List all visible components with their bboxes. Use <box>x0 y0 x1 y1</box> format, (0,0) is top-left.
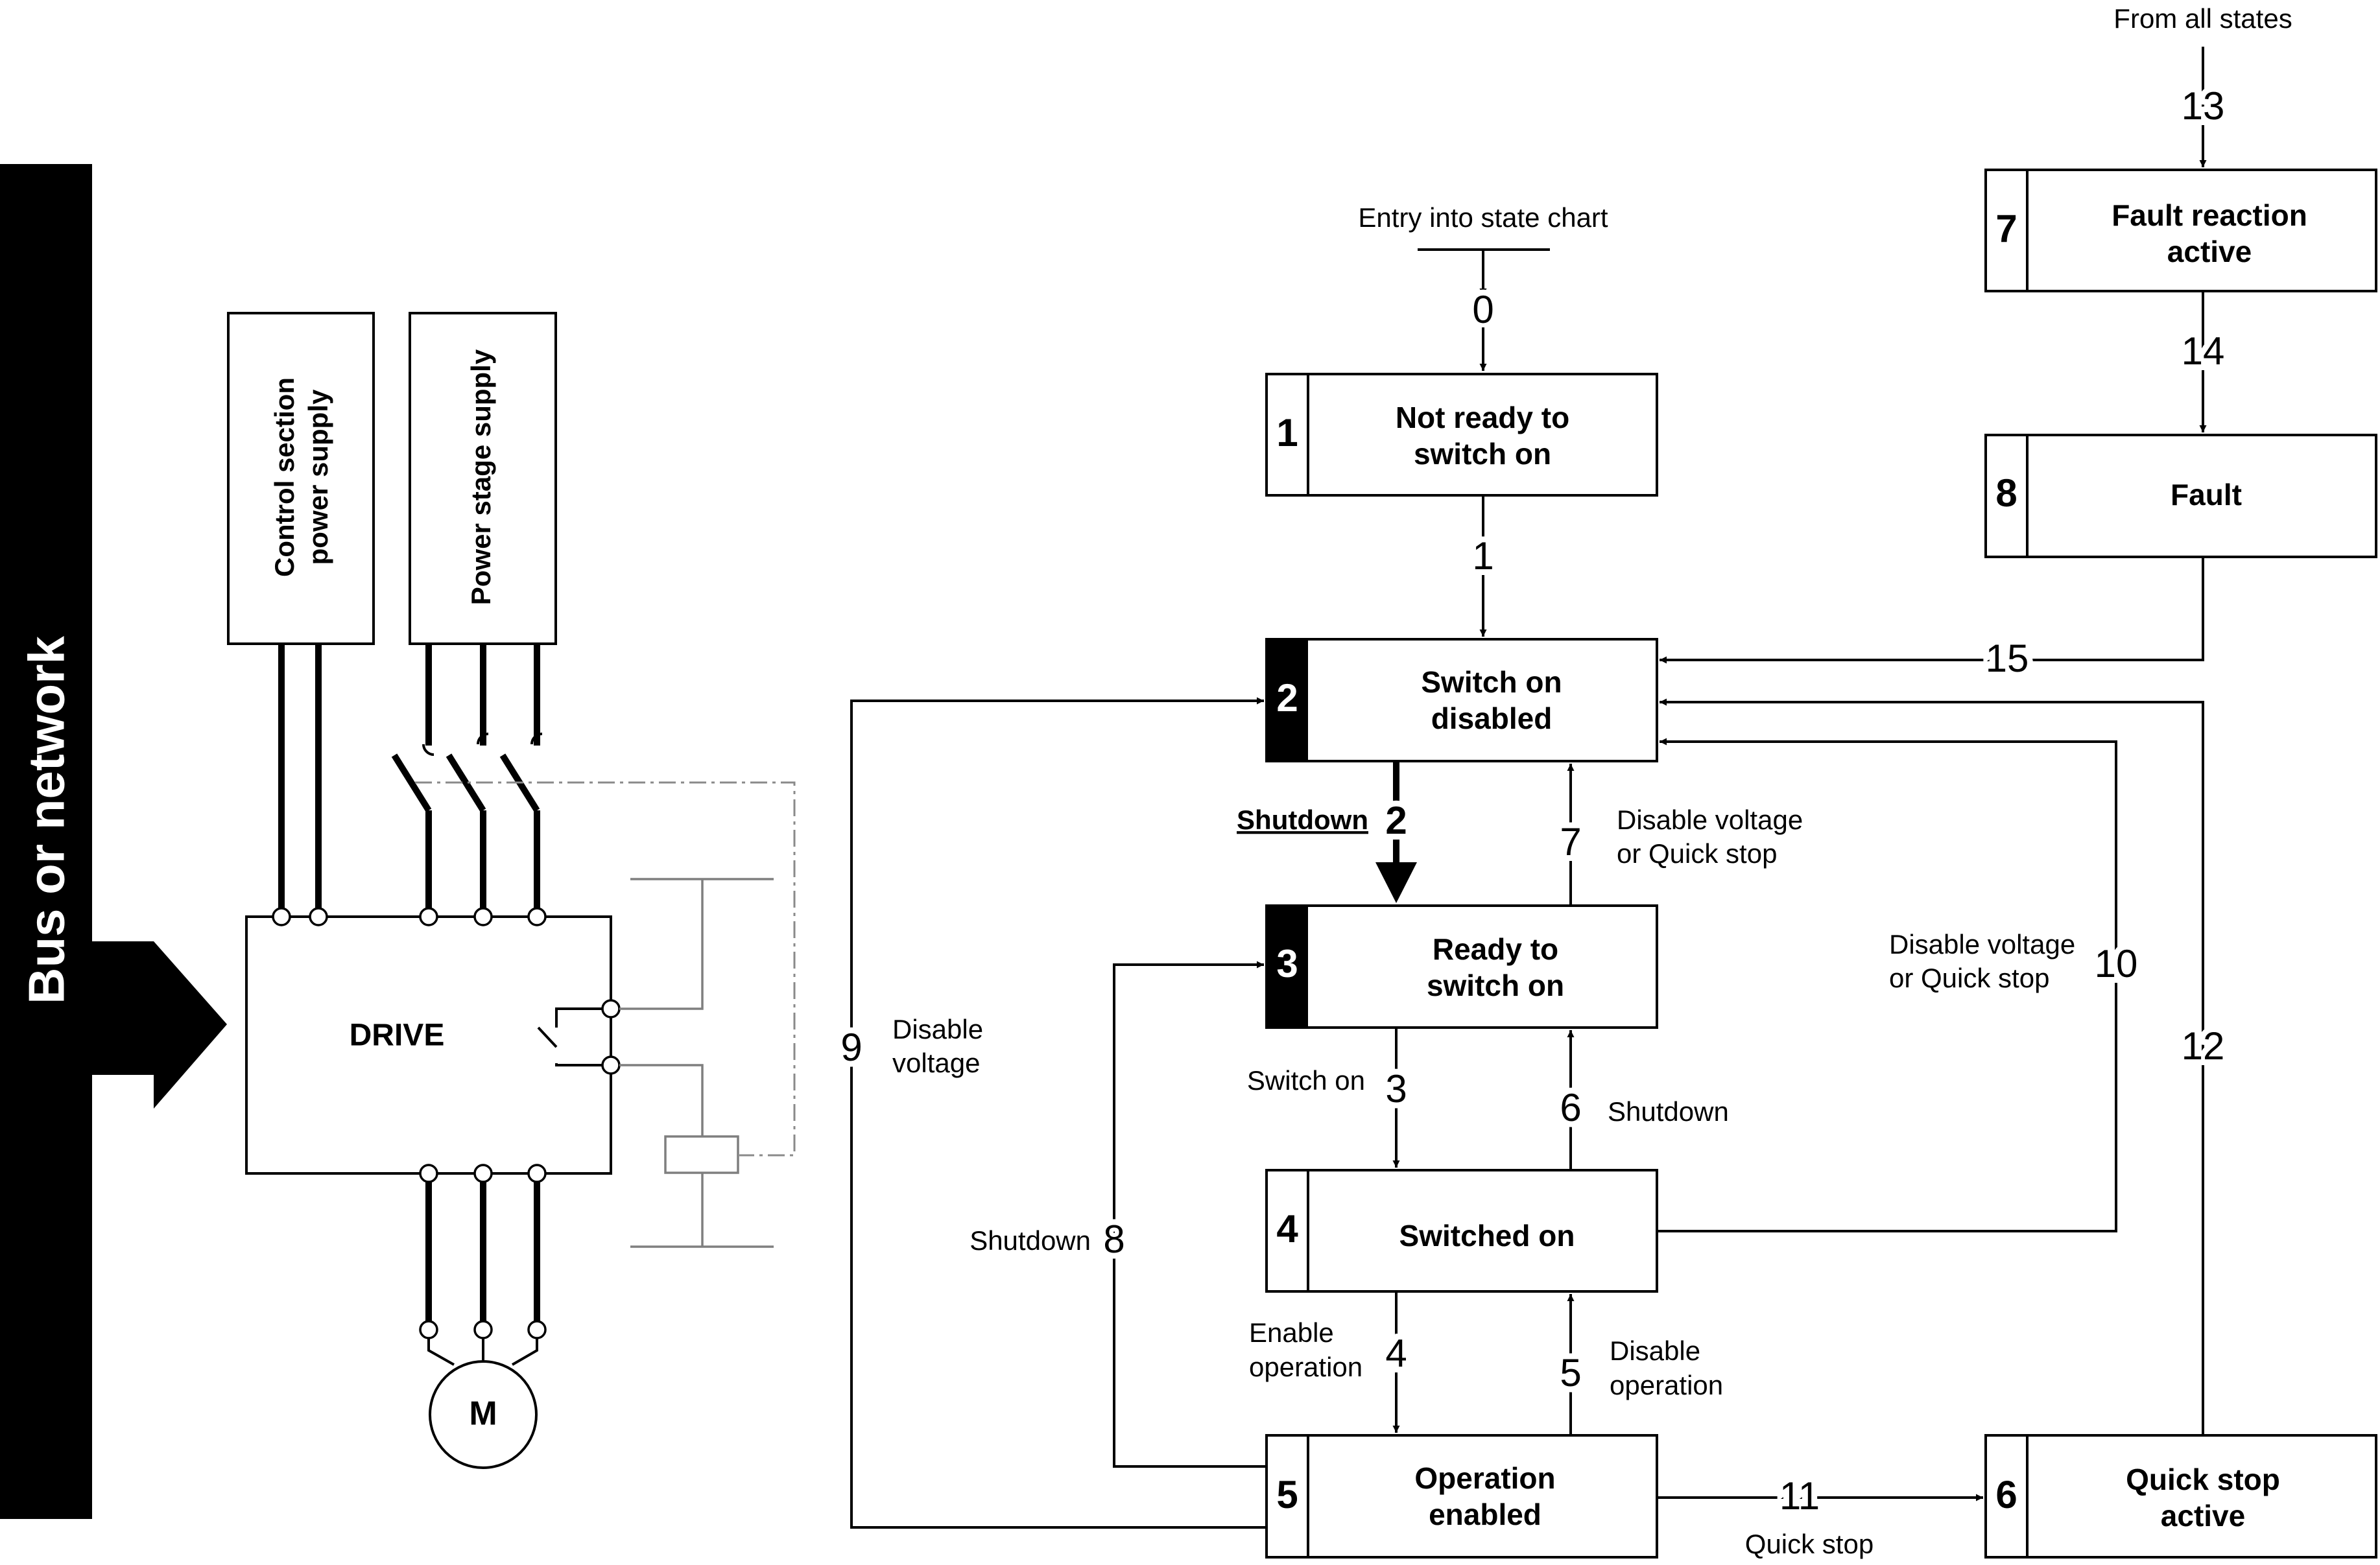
state-7-line1: Fault reaction <box>2112 198 2307 232</box>
transition-4: 4 <box>1385 1332 1407 1375</box>
relay-circuit <box>619 878 774 1248</box>
transition-0: 0 <box>1472 288 1493 331</box>
power-supply-label: Power stage supply <box>466 349 496 605</box>
state-3-line2: switch on <box>1427 969 1564 1002</box>
state-2-line2: disabled <box>1431 701 1553 735</box>
label-disable-voltage-9-line2: voltage <box>892 1048 980 1078</box>
state-1: 1 Not ready to switch on <box>1265 373 1658 497</box>
label-disable-operation-5-line1: Disable <box>1610 1336 1700 1366</box>
state-2-number: 2 <box>1276 676 1298 720</box>
state-3-number: 3 <box>1276 942 1298 985</box>
label-disable-operation-5-line2: operation <box>1610 1370 1723 1400</box>
label-shutdown-8: Shutdown <box>970 1225 1091 1256</box>
state-4-number: 4 <box>1276 1207 1298 1251</box>
state-5: 5 Operation enabled <box>1265 1434 1658 1559</box>
drive-label: DRIVE <box>350 1018 445 1053</box>
transition-14: 14 <box>2182 329 2225 373</box>
power-supply-box: Power stage supply <box>409 312 557 645</box>
state-7-line2: active <box>2167 235 2252 268</box>
state-4: 4 Switched on <box>1265 1169 1658 1293</box>
bus-bar: Bus or network <box>0 164 227 1519</box>
transition-8: 8 <box>1103 1218 1125 1261</box>
label-disable-voltage-10-line1: Disable voltage <box>1889 929 2075 959</box>
control-supply-line2: power supply <box>303 389 333 565</box>
label-disable-voltage-7-line2: or Quick stop <box>1617 838 1777 869</box>
motor-wiring: M <box>419 1182 547 1469</box>
state-2: 2 Switch on disabled <box>1265 638 1658 762</box>
label-enable-operation-4-line2: operation <box>1249 1352 1363 1382</box>
state-8: 8 Fault <box>1984 434 2377 558</box>
state-7-number: 7 <box>1995 207 2017 250</box>
transition-13: 13 <box>2182 84 2225 128</box>
entry-label: Entry into state chart <box>1358 202 1608 233</box>
label-disable-voltage-9-line1: Disable <box>892 1014 983 1044</box>
state-8-number: 8 <box>1995 471 2017 515</box>
state-3-line1: Ready to <box>1433 932 1558 966</box>
transition-1: 1 <box>1472 534 1493 578</box>
relay-coil-icon <box>664 1135 739 1174</box>
transition-15: 15 <box>1986 637 2029 680</box>
transition-2: 2 <box>1385 799 1407 842</box>
control-supply-box: Control section power supply <box>227 312 375 645</box>
label-shutdown-6: Shutdown <box>1608 1096 1729 1127</box>
label-shutdown-2: Shutdown <box>1237 805 1368 835</box>
transition-5: 5 <box>1560 1351 1581 1394</box>
motor-label: M <box>469 1395 497 1433</box>
transition-10: 10 <box>2095 942 2138 985</box>
transition-11: 11 <box>1779 1474 1820 1518</box>
contactor-switches <box>391 644 796 1157</box>
state-3: 3 Ready to switch on <box>1265 904 1658 1029</box>
label-disable-voltage-10-line2: or Quick stop <box>1889 963 2049 993</box>
label-quick-stop-11: Quick stop <box>1745 1529 1874 1559</box>
from-all-label: From all states <box>2113 3 2292 34</box>
state-1-line1: Not ready to <box>1396 401 1569 434</box>
state-5-line2: enabled <box>1429 1498 1541 1531</box>
control-wires <box>278 644 322 917</box>
transition-7: 7 <box>1560 820 1581 864</box>
state-6-line2: active <box>2161 1499 2245 1533</box>
arrow-t8 <box>1113 961 1267 1468</box>
state-6-number: 6 <box>1995 1473 2017 1516</box>
state-5-number: 5 <box>1276 1473 1298 1516</box>
state-2-line1: Switch on <box>1421 665 1562 699</box>
motor-icon <box>429 1360 538 1469</box>
arrow-t15 <box>1660 557 2204 664</box>
bus-arrow-icon <box>92 941 227 1109</box>
arrow-t10 <box>1657 738 2117 1232</box>
arrow-t9 <box>850 697 1267 1529</box>
bus-label: Bus or network <box>18 636 75 1004</box>
control-supply-line1: Control section <box>269 377 300 577</box>
state-5-line1: Operation <box>1414 1461 1555 1495</box>
state-1-line2: switch on <box>1414 437 1551 471</box>
state-6: 6 Quick stop active <box>1984 1434 2377 1559</box>
state-4-line1: Switched on <box>1399 1219 1575 1253</box>
label-disable-voltage-7-line1: Disable voltage <box>1617 805 1803 835</box>
transition-9: 9 <box>840 1026 862 1069</box>
transition-12: 12 <box>2182 1024 2225 1068</box>
arrow-t12 <box>1660 698 2204 1435</box>
state-8-line1: Fault <box>2171 478 2242 512</box>
state-7: 7 Fault reaction active <box>1984 169 2377 292</box>
transition-3: 3 <box>1385 1067 1407 1111</box>
drive-box: DRIVE <box>245 907 621 1183</box>
transition-6: 6 <box>1560 1086 1581 1129</box>
state-6-line1: Quick stop <box>2126 1463 2280 1496</box>
label-switch-on-3: Switch on <box>1247 1065 1365 1096</box>
label-enable-operation-4-line1: Enable <box>1249 1317 1334 1348</box>
state-1-number: 1 <box>1276 411 1298 454</box>
